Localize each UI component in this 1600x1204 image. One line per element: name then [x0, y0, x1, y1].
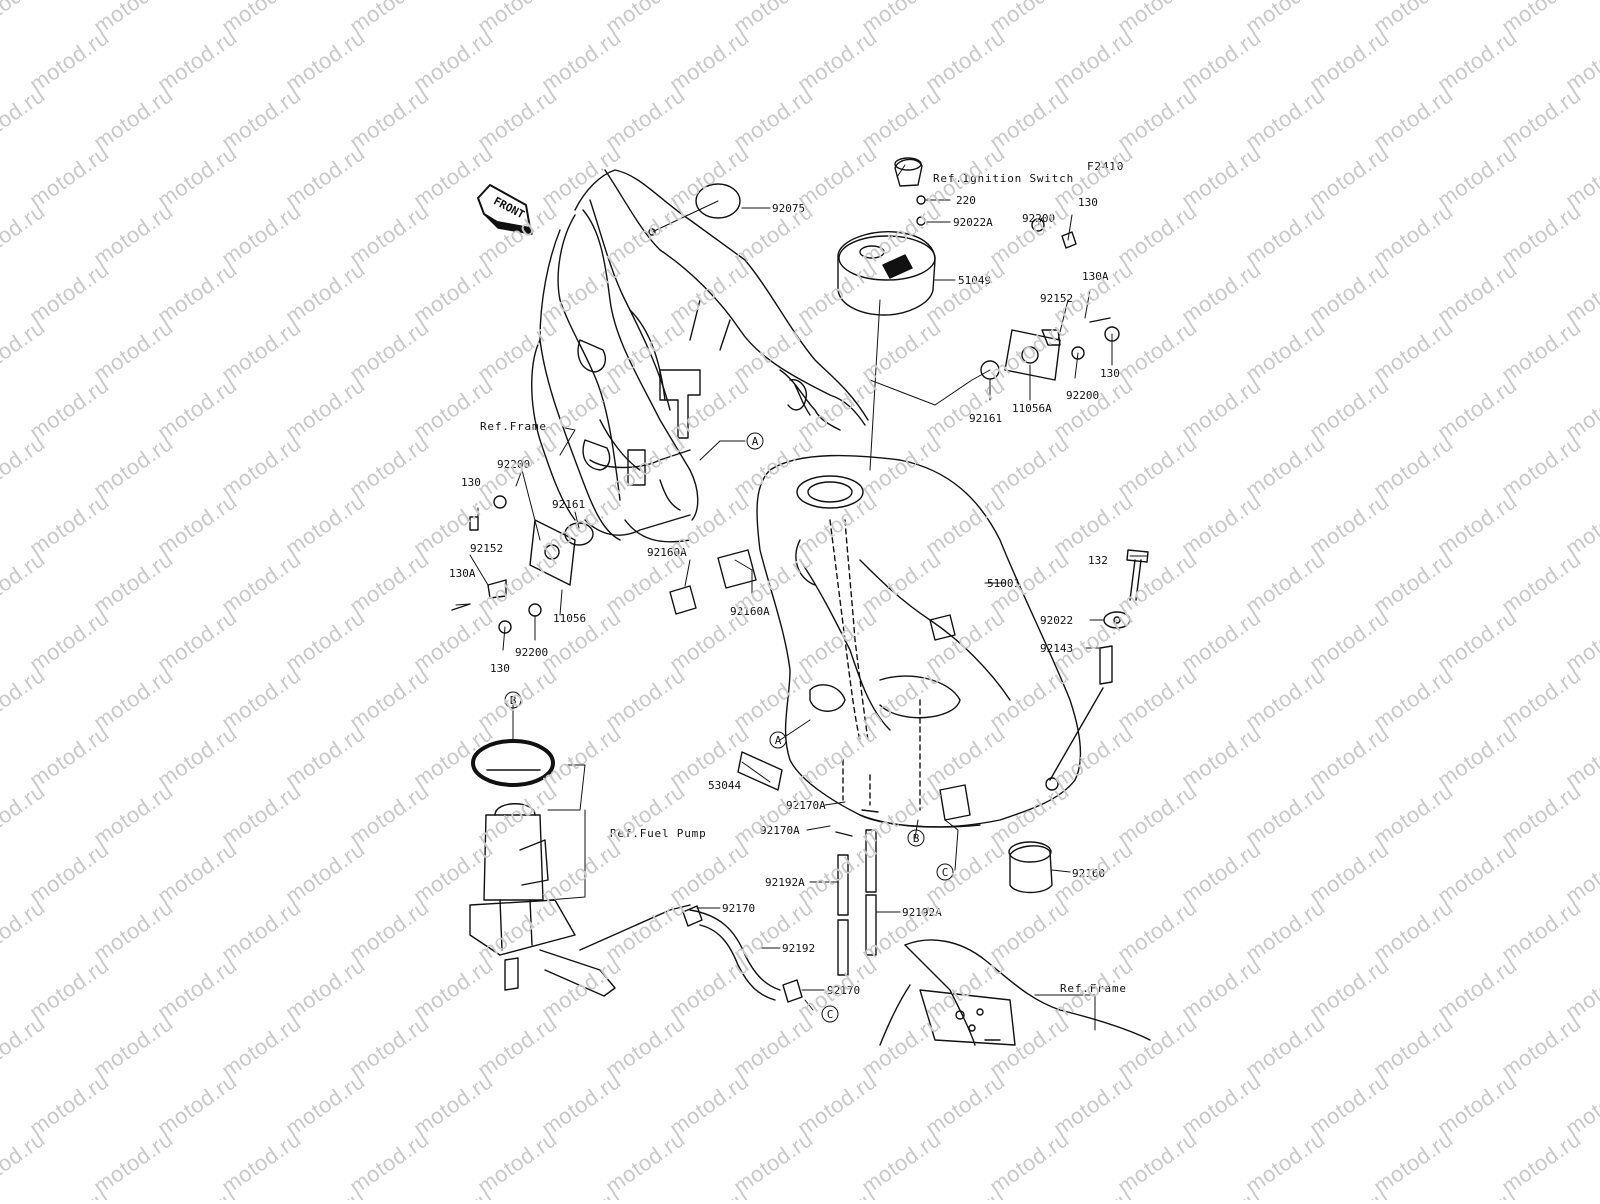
part-label: 92143 [1040, 642, 1073, 655]
ref-frame-lower: Ref.Frame [1060, 982, 1127, 995]
part-label: 132 [1088, 554, 1108, 567]
marker-b-right [907, 829, 925, 847]
part-label: 92200 [515, 646, 548, 659]
ref-frame-upper: Ref.Frame [480, 420, 547, 433]
part-label: 92075 [772, 202, 805, 215]
marker-a-upper-text: A [752, 435, 759, 448]
part-label: 130 [461, 476, 481, 489]
ref-ignition-switch: Ref.Ignition Switch [933, 172, 1074, 185]
ignition-key-shape [894, 157, 926, 226]
leader-lines [455, 164, 1149, 1031]
marker-b-left [504, 691, 522, 709]
damper-top-shape [1008, 841, 1052, 863]
clamp-92170-upper-shape [682, 905, 703, 927]
ref-fuel-pump: Ref.Fuel Pump [610, 827, 707, 840]
part-label: 92192 [782, 942, 815, 955]
vent-hoses-shapes [835, 759, 879, 976]
fuel-pump-shapes [469, 739, 691, 997]
marker-c-right [936, 863, 954, 881]
part-label: 92192A [902, 906, 942, 919]
part-label: 51049 [958, 274, 991, 287]
part-label: 220 [956, 194, 976, 207]
part-label: 92152 [1040, 292, 1073, 305]
frame-lower-shape [879, 939, 1151, 1046]
front-arrow-icon: FRONT [477, 184, 533, 235]
part-label: 130 [1078, 196, 1098, 209]
frame-upper-shape [531, 169, 869, 543]
part-label: 92161 [552, 498, 585, 511]
marker-c-lower [821, 1005, 839, 1023]
plug-92075-shape [695, 183, 741, 219]
clamp-92170-lower-shape [782, 979, 803, 1003]
part-label: 92200 [497, 458, 530, 471]
marker-a-upper [746, 432, 764, 450]
part-label: 92170A [786, 799, 826, 812]
marker-a-lower-text: A [775, 734, 782, 747]
part-label: 92160A [647, 546, 687, 559]
part-label: 92152 [470, 542, 503, 555]
diagram-code: F2410 [1087, 160, 1124, 173]
marker-a-lower [769, 731, 787, 749]
part-label: 51001 [987, 577, 1020, 590]
part-label: 92200 [1066, 389, 1099, 402]
hose-92192-shape [689, 909, 781, 991]
pad-92160a-upper-shape [717, 549, 757, 589]
marker-b-right-text: B [913, 832, 920, 845]
part-label: 11056A [1012, 402, 1052, 415]
part-label: 92160A [730, 605, 770, 618]
part-label: 92160 [1072, 867, 1105, 880]
marker-c-right-text: C [942, 866, 949, 879]
fuel-tank-shape [756, 454, 1082, 828]
part-label: 92170 [827, 984, 860, 997]
part-53044-shape [737, 751, 783, 791]
hose-92192-inner-shape [699, 924, 776, 1001]
part-label: 130 [490, 662, 510, 675]
part-label: 130A [1082, 270, 1109, 283]
damper-92160-shape [1009, 845, 1053, 894]
marker-b-left-text: B [510, 694, 517, 707]
part-label: 92200 [1022, 212, 1055, 225]
pad-92160a-lower-shape [669, 585, 697, 615]
part-label: 11056 [553, 612, 586, 625]
part-label: 53044 [708, 779, 741, 792]
tank-cap-shape [837, 231, 936, 316]
part-label: 92192A [765, 876, 805, 889]
part-label: 92022A [953, 216, 993, 229]
part-label: 130A [449, 567, 476, 580]
part-label: 92022 [1040, 614, 1073, 627]
part-label: 130 [1100, 367, 1120, 380]
part-label: 92161 [969, 412, 1002, 425]
marker-c-lower-text: C [827, 1008, 834, 1021]
part-label: 92170A [760, 824, 800, 837]
part-label: 92170 [722, 902, 755, 915]
rear-bolt-shapes [1049, 549, 1149, 781]
left-mount-shapes [451, 495, 594, 634]
